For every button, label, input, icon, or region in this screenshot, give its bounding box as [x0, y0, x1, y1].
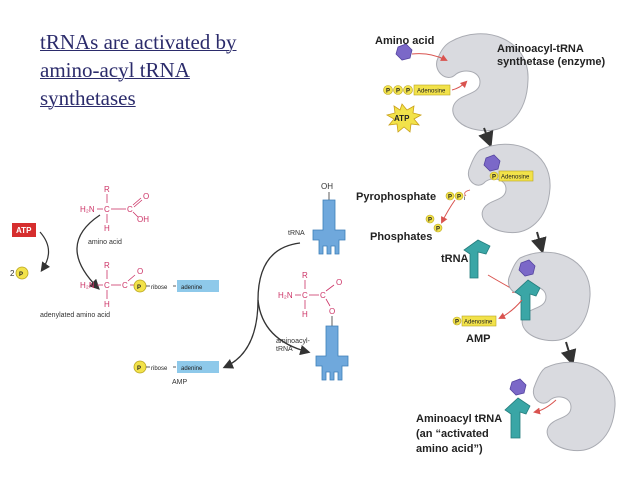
- adenosine-label: Adenosine: [464, 320, 493, 326]
- phosphate-label: P: [137, 366, 141, 372]
- phosphate-label: P: [455, 320, 459, 326]
- phosphate-label: P: [428, 218, 432, 224]
- ribose-label: ribose: [151, 285, 168, 291]
- amino-acid-hexagon: [509, 378, 527, 396]
- result-label-1: Aminoacyl tRNA: [416, 413, 502, 425]
- atp-badge: [12, 223, 36, 237]
- alpha-carbon: C: [104, 281, 110, 290]
- title-line-2: amino-acyl tRNA: [40, 58, 190, 82]
- enzyme-label-2: synthetase (enzyme): [497, 56, 606, 68]
- amino-acid-hexagon: [483, 154, 501, 172]
- amino-acid-caption: amino acid: [88, 239, 122, 246]
- amino-acid-arrow: [411, 53, 448, 61]
- phosphate-icon: [15, 266, 29, 280]
- phosphate-label: P: [386, 89, 390, 95]
- title-line-3: synthetases: [40, 86, 136, 110]
- adenine-block: [177, 361, 219, 373]
- amino-group: H₂N: [80, 205, 95, 214]
- phosphates-label: Phosphates: [370, 231, 432, 243]
- ribose-label: ribose: [151, 366, 168, 372]
- transfer-arrow-2: [257, 299, 311, 356]
- trna-bound: [514, 279, 541, 321]
- subscript-i: i: [464, 196, 465, 202]
- trna-caption: tRNA: [288, 230, 305, 237]
- amp-product: P ribose adenine AMP: [133, 360, 219, 386]
- step-arrow-3: [560, 341, 577, 366]
- atp-curve-arrow: [39, 231, 51, 272]
- enzyme-stage-2: [468, 143, 551, 234]
- alpha-carbon: C: [302, 291, 308, 300]
- adenine-label: adenine: [181, 366, 203, 372]
- h-atom: H: [302, 310, 308, 319]
- ester-o: O: [329, 307, 335, 316]
- r-group: R: [302, 271, 308, 280]
- enzyme-stage-4: [533, 361, 616, 452]
- amino-acid-hexagon: [518, 259, 536, 277]
- step-arrow-2: [531, 231, 547, 254]
- atp-molecule: P P P Adenosine: [383, 80, 468, 96]
- phosphate-label: P: [137, 285, 141, 291]
- o-atom: O: [137, 267, 143, 276]
- result-label-2: (an “activated: [416, 428, 489, 440]
- trna-label: tRNA: [441, 253, 469, 265]
- phosphate-label: P: [436, 227, 440, 233]
- phosphate-label: P: [457, 195, 461, 201]
- pyrophosphate-label: Pyrophosphate: [356, 191, 436, 203]
- phosphate-label: P: [448, 195, 452, 201]
- activation-arrow: [76, 214, 101, 290]
- phosphate-label: P: [19, 272, 23, 278]
- r-group: R: [104, 185, 110, 194]
- r-group: R: [104, 261, 110, 270]
- carboxyl-carbon: C: [320, 291, 326, 300]
- phosphate-label: P: [396, 89, 400, 95]
- o-atom: O: [143, 192, 149, 201]
- amino-acid-hexagon: [395, 43, 413, 61]
- amp-label: AMP: [466, 333, 490, 345]
- amp-caption: AMP: [172, 379, 188, 386]
- adenylated-amino-acid: R H₂N C C H O P ribose adenine adenylate…: [40, 261, 219, 319]
- amino-group: H₂N: [278, 291, 293, 300]
- aminoacyl-caption-2: tRNA: [276, 346, 293, 353]
- trna-released: [504, 397, 531, 439]
- oh-label: OH: [321, 182, 333, 191]
- enzyme-stage-1: [436, 33, 529, 132]
- carboxyl-carbon: C: [122, 281, 128, 290]
- result-label-3: amino acid”): [416, 443, 483, 455]
- title-line-1: tRNAs are activated by: [40, 30, 237, 54]
- amino-group: H₂N: [80, 281, 95, 290]
- o-atom: O: [336, 278, 342, 287]
- trna-top: OH: [312, 182, 346, 255]
- oh-group: OH: [137, 215, 149, 224]
- h-atom: H: [104, 300, 110, 309]
- alpha-carbon: C: [104, 205, 110, 214]
- adenine-label: adenine: [181, 285, 203, 291]
- trna-teal-incoming: [463, 239, 491, 279]
- atp-burst-label: ATP: [394, 114, 410, 123]
- slide-title: tRNAs are activated by amino-acyl tRNA s…: [40, 28, 340, 112]
- adenosine-label: Adenosine: [417, 89, 446, 95]
- adenylated-caption: adenylated amino acid: [40, 312, 110, 319]
- atp-burst-icon: [385, 103, 423, 133]
- two-p-number: 2: [10, 269, 15, 278]
- amino-acid-structure: R H₂N C C H O OH amino acid: [80, 185, 149, 246]
- enzyme-label-1: Aminoacyl-tRNA: [497, 43, 584, 55]
- phosphate-label: P: [492, 175, 496, 181]
- h-atom: H: [104, 224, 110, 233]
- step-arrow-1: [478, 127, 494, 148]
- amino-acid-label: Amino acid: [375, 35, 434, 47]
- aminoacyl-caption-1: aminoacyl-: [276, 338, 311, 345]
- aminoacyl-trna: R H₂N C C H O O aminoacyl- tRNA: [276, 271, 349, 381]
- carboxyl-carbon: C: [127, 205, 133, 214]
- atp-label: ATP: [16, 226, 32, 235]
- adenosine-label: Adenosine: [501, 175, 530, 181]
- left-reaction-diagram: ATP 2 P R H₂N C C H O OH amino acid: [10, 182, 349, 386]
- right-enzyme-diagram: Amino acid Aminoacyl-tRNA synthetase (en…: [356, 33, 616, 455]
- adenine-block: [177, 280, 219, 292]
- phosphate-label: P: [406, 89, 410, 95]
